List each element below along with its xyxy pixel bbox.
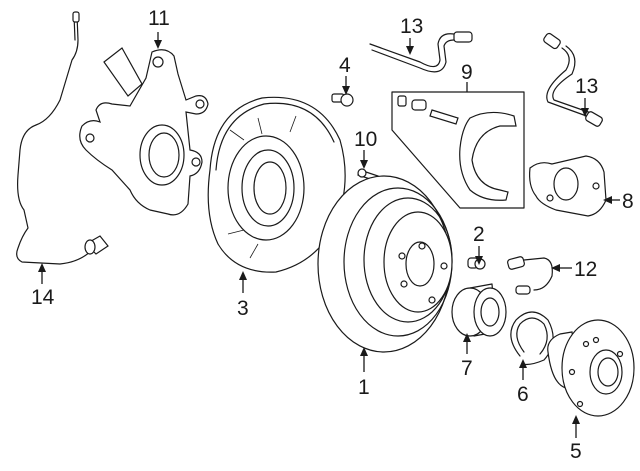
callout-12-label: 12	[574, 258, 597, 281]
abs-sensor-part[interactable]	[16, 11, 109, 265]
callout-9-label: 9	[461, 61, 473, 84]
callout-10-label: 10	[354, 128, 377, 151]
callout-13-right-label: 13	[575, 75, 598, 98]
callout-5: 5	[570, 415, 582, 463]
callout-8: 8	[603, 190, 634, 213]
callout-11: 11	[148, 7, 170, 49]
callout-5-label: 5	[570, 440, 582, 463]
wear-sensor-part[interactable]	[507, 256, 553, 295]
knuckle-part[interactable]	[79, 47, 209, 216]
brake-caliper-part[interactable]	[529, 155, 607, 217]
callout-7: 7	[461, 333, 473, 380]
callout-9: 9	[461, 61, 473, 92]
brake-hose-right-part[interactable]	[543, 32, 604, 127]
callout-3: 3	[237, 271, 249, 320]
callout-12: 12	[551, 258, 597, 281]
callout-2-label: 2	[473, 223, 485, 246]
callout-14: 14	[31, 263, 55, 309]
caliper-support-kit-part[interactable]	[391, 91, 525, 209]
callout-6: 6	[517, 359, 529, 406]
callout-2: 2	[473, 223, 485, 265]
callout-11-label: 11	[148, 7, 170, 30]
callout-14-label: 14	[31, 286, 55, 309]
callout-1: 1	[358, 347, 370, 399]
callout-10: 10	[354, 128, 377, 169]
wheel-hub-part[interactable]	[547, 319, 635, 417]
brake-hose-upper-part[interactable]	[369, 31, 473, 73]
rotor-screw-part[interactable]	[467, 257, 486, 270]
backing-plate-bolt-part[interactable]	[331, 93, 354, 107]
wheel-bearing-part[interactable]	[451, 283, 507, 337]
backing-plate-part[interactable]	[207, 96, 346, 273]
callout-1-label: 1	[358, 376, 370, 399]
callout-4-label: 4	[339, 54, 351, 77]
brake-rotor-part[interactable]	[317, 175, 453, 353]
callout-7-label: 7	[461, 357, 473, 380]
callout-13-upper: 13	[400, 15, 423, 55]
callout-6-label: 6	[517, 383, 529, 406]
callout-3-label: 3	[237, 297, 249, 320]
callout-13-right: 13	[575, 75, 598, 117]
callout-13-upper-label: 13	[400, 15, 423, 38]
callout-4: 4	[339, 54, 351, 95]
snap-ring-part[interactable]	[510, 311, 554, 366]
callout-8-label: 8	[622, 190, 634, 213]
